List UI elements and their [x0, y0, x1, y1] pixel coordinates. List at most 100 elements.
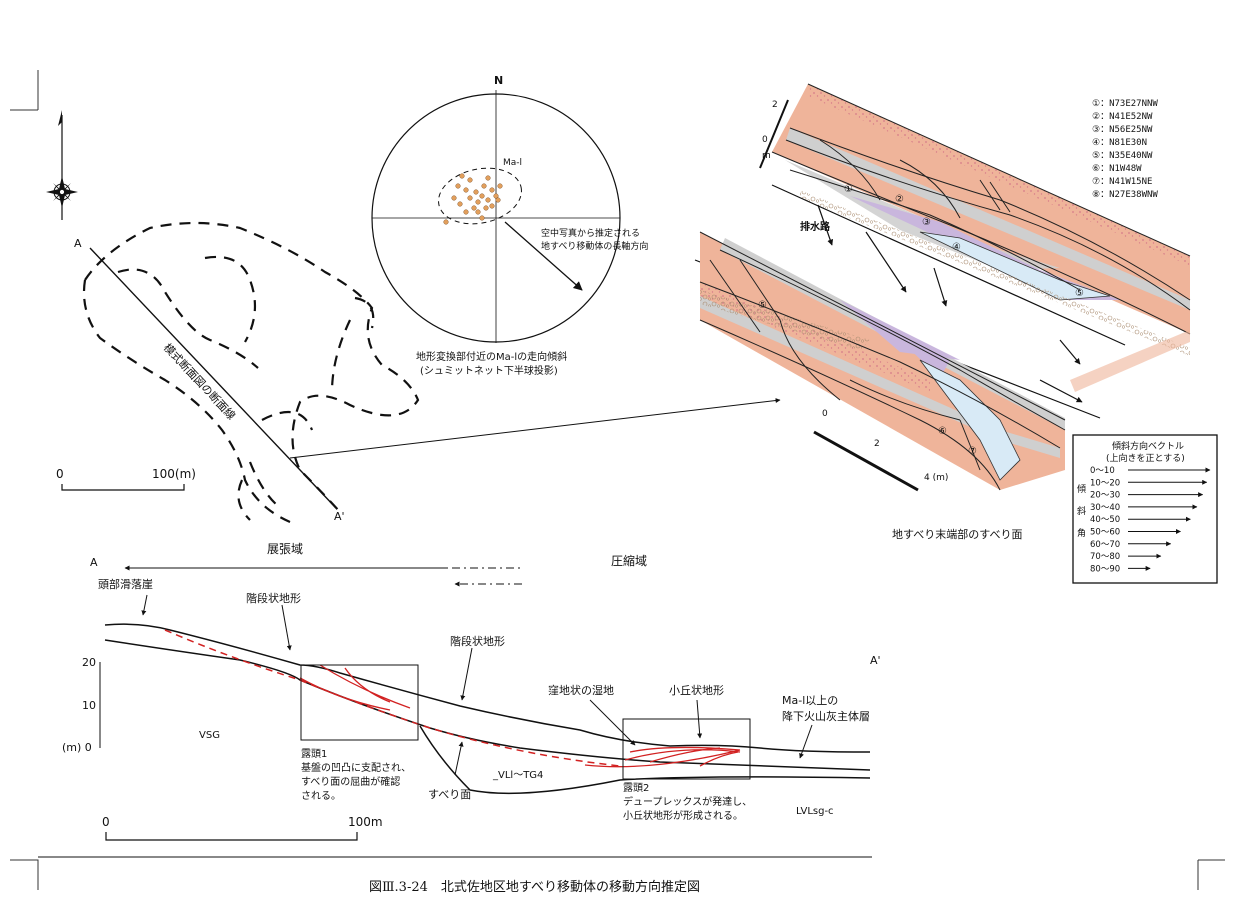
svg-text:(上向きを正とする): (上向きを正とする)	[1106, 452, 1185, 464]
svg-text:④：N81E30N: ④：N81E30N	[1092, 138, 1147, 148]
unit-vsg: VSG	[199, 730, 220, 741]
unit-lvlsg: LVLsg-c	[796, 806, 834, 817]
svg-text:①：N73E27NNW: ①：N73E27NNW	[1092, 99, 1158, 109]
svg-text:地すべり移動体の長軸方向: 地すべり移動体の長軸方向	[541, 240, 648, 252]
orientation-markers: ① ② ③ ④ ⑤ ⑤ ⑥ ⑦	[758, 184, 1084, 457]
marker-3: ③	[922, 217, 931, 228]
extension-zone: 展張域	[267, 542, 303, 556]
marker-7: ⑦	[968, 446, 977, 457]
legend-label-2: 20～30	[1090, 491, 1120, 501]
plan-view: A A' 模式断面図の断面線 0 100(m)	[46, 110, 781, 524]
legend-label-7: 70～80	[1090, 552, 1120, 562]
landslide-outline	[82, 221, 420, 524]
outcrop-1-note: 露頭1 基盤の凹凸に支配され、 すべり面の屈曲が確認 される。	[301, 748, 411, 802]
svg-text:20: 20	[82, 656, 96, 669]
head-scarp: 頭部滑落崖	[98, 577, 153, 591]
legend-label-0: 0～10	[1090, 466, 1115, 476]
svg-text:m: m	[762, 151, 771, 161]
stepped-terrain-1: 階段状地形	[246, 591, 301, 605]
upper-strip: 2 0 m	[759, 83, 1191, 356]
plan-label-a: A	[74, 237, 82, 250]
section-scale-bar: 0 100m	[102, 815, 383, 841]
stereonet-north: N	[494, 74, 503, 87]
marker-5a: ⑤	[1075, 288, 1084, 299]
svg-text:すべり面の屈曲が確認: すべり面の屈曲が確認	[301, 775, 400, 788]
layer-boundary-1	[104, 639, 871, 771]
outcrop-detail: 2 0 m 排水路	[694, 83, 1191, 541]
svg-text:小丘状地形が形成される。: 小丘状地形が形成される。	[623, 809, 743, 822]
section-label-a-prime: A'	[870, 654, 881, 667]
legend-label-6: 60～70	[1090, 540, 1120, 550]
svg-text:(シュミットネット下半球投影): (シュミットネット下半球投影)	[420, 364, 558, 377]
svg-text:10: 10	[82, 699, 96, 712]
svg-text:100m: 100m	[348, 815, 383, 829]
plan-scale-bar: 0 100(m)	[56, 467, 196, 491]
compass-rose-icon	[46, 176, 78, 208]
svg-text:される。: される。	[301, 790, 341, 802]
svg-text:4 (m): 4 (m)	[924, 473, 948, 483]
svg-text:③：N56E25NW: ③：N56E25NW	[1092, 125, 1153, 135]
svg-text:②：N41E52NW: ②：N41E52NW	[1092, 112, 1153, 122]
ash-layer-line1: Ma-l以上の	[782, 694, 838, 707]
stereonet: N Ma-l 空中写真から推定される 地すべり移動体の長軸方向 地形変換部付近の…	[371, 74, 648, 377]
svg-text:露頭1: 露頭1	[301, 748, 327, 760]
hummock: 小丘状地形	[669, 683, 724, 697]
svg-text:100(m): 100(m)	[152, 467, 196, 481]
outcrop-2-box	[622, 718, 751, 780]
unit-vli-tg4: _VLl～TG4	[492, 770, 543, 781]
depression-wetland: 窪地状の湿地	[548, 683, 614, 697]
svg-text:露頭2: 露頭2	[623, 782, 649, 794]
crop-marks	[10, 70, 1225, 890]
svg-text:傾斜方向ベクトル: 傾斜方向ベクトル	[1112, 440, 1184, 452]
section-line	[89, 247, 337, 509]
cross-section: A A' 展張域 圧縮域 頭部滑落崖 階	[38, 542, 881, 858]
svg-text:2: 2	[874, 439, 880, 449]
legend-label-5: 50～60	[1090, 528, 1120, 538]
outcrop-detail-caption: 地すべり末端部のすべり面	[892, 527, 1022, 541]
svg-text:⑧：N27E38WNW: ⑧：N27E38WNW	[1092, 190, 1158, 200]
svg-text:⑦：N41W15NE: ⑦：N41W15NE	[1092, 177, 1152, 187]
pole-points	[443, 173, 503, 225]
svg-text:角: 角	[1077, 527, 1086, 539]
dip-vector-legend: 傾斜方向ベクトル (上向きを正とする) 傾 斜 角 0～1010～2020～30…	[1072, 434, 1218, 584]
svg-text:⑥：N1W48W: ⑥：N1W48W	[1092, 164, 1142, 174]
svg-text:0: 0	[102, 815, 110, 829]
figure-caption: 図Ⅲ.3-24 北式佐地区地すべり移動体の移動方向推定図	[369, 879, 700, 895]
stereonet-unit: Ma-l	[503, 158, 522, 168]
svg-text:空中写真から推定される: 空中写真から推定される	[541, 227, 640, 239]
svg-text:デュープレックスが発達し、: デュープレックスが発達し、	[623, 795, 752, 808]
svg-text:⑤：N35E40NW: ⑤：N35E40NW	[1092, 151, 1153, 161]
svg-text:0: 0	[762, 135, 768, 145]
ash-layer-line2: 降下火山灰主体層	[782, 709, 870, 723]
stepped-terrain-2: 階段状地形	[450, 634, 505, 648]
svg-text:2: 2	[772, 100, 778, 110]
layer-boundary-2	[419, 725, 871, 795]
legend-label-3: 30～40	[1090, 503, 1120, 513]
legend-label-4: 40～50	[1090, 515, 1120, 525]
marker-1: ①	[844, 184, 853, 195]
legend-rows: 0～1010～2020～3030～4040～5050～6060～7070～808…	[1090, 466, 1211, 574]
svg-text:斜: 斜	[1077, 505, 1086, 517]
marker-5b: ⑤	[758, 300, 767, 311]
lower-strip: 0 2 4 (m)	[699, 231, 1190, 492]
dip-vectors	[817, 204, 1083, 403]
section-label-a: A	[90, 556, 98, 569]
svg-text:基盤の凹凸に支配され、: 基盤の凹凸に支配され、	[301, 761, 411, 774]
svg-text:地形変換部付近のMa-lの走向傾斜: 地形変換部付近のMa-lの走向傾斜	[416, 350, 567, 363]
svg-text:0: 0	[822, 409, 828, 419]
marker-6: ⑥	[938, 426, 947, 437]
plan-label-a-prime: A'	[334, 510, 345, 523]
detail-connector-line	[289, 398, 781, 459]
slip-surface-outcrop2	[584, 746, 741, 768]
orientation-list: ①：N73E27NNW ②：N41E52NW ③：N56E25NW ④：N81E…	[1092, 99, 1158, 200]
svg-text:0: 0	[56, 467, 64, 481]
legend-label-8: 80～90	[1090, 564, 1120, 574]
svg-text:(m) 0: (m) 0	[62, 741, 92, 754]
svg-text:傾: 傾	[1077, 483, 1086, 495]
section-line-label: 模式断面図の断面線	[161, 340, 239, 422]
marker-4: ④	[952, 242, 961, 253]
slip-surface-label: すべり面	[428, 788, 471, 801]
outcrop-2-note: 露頭2 デュープレックスが発達し、 小丘状地形が形成される。	[623, 782, 752, 822]
ground-surface	[104, 623, 871, 753]
